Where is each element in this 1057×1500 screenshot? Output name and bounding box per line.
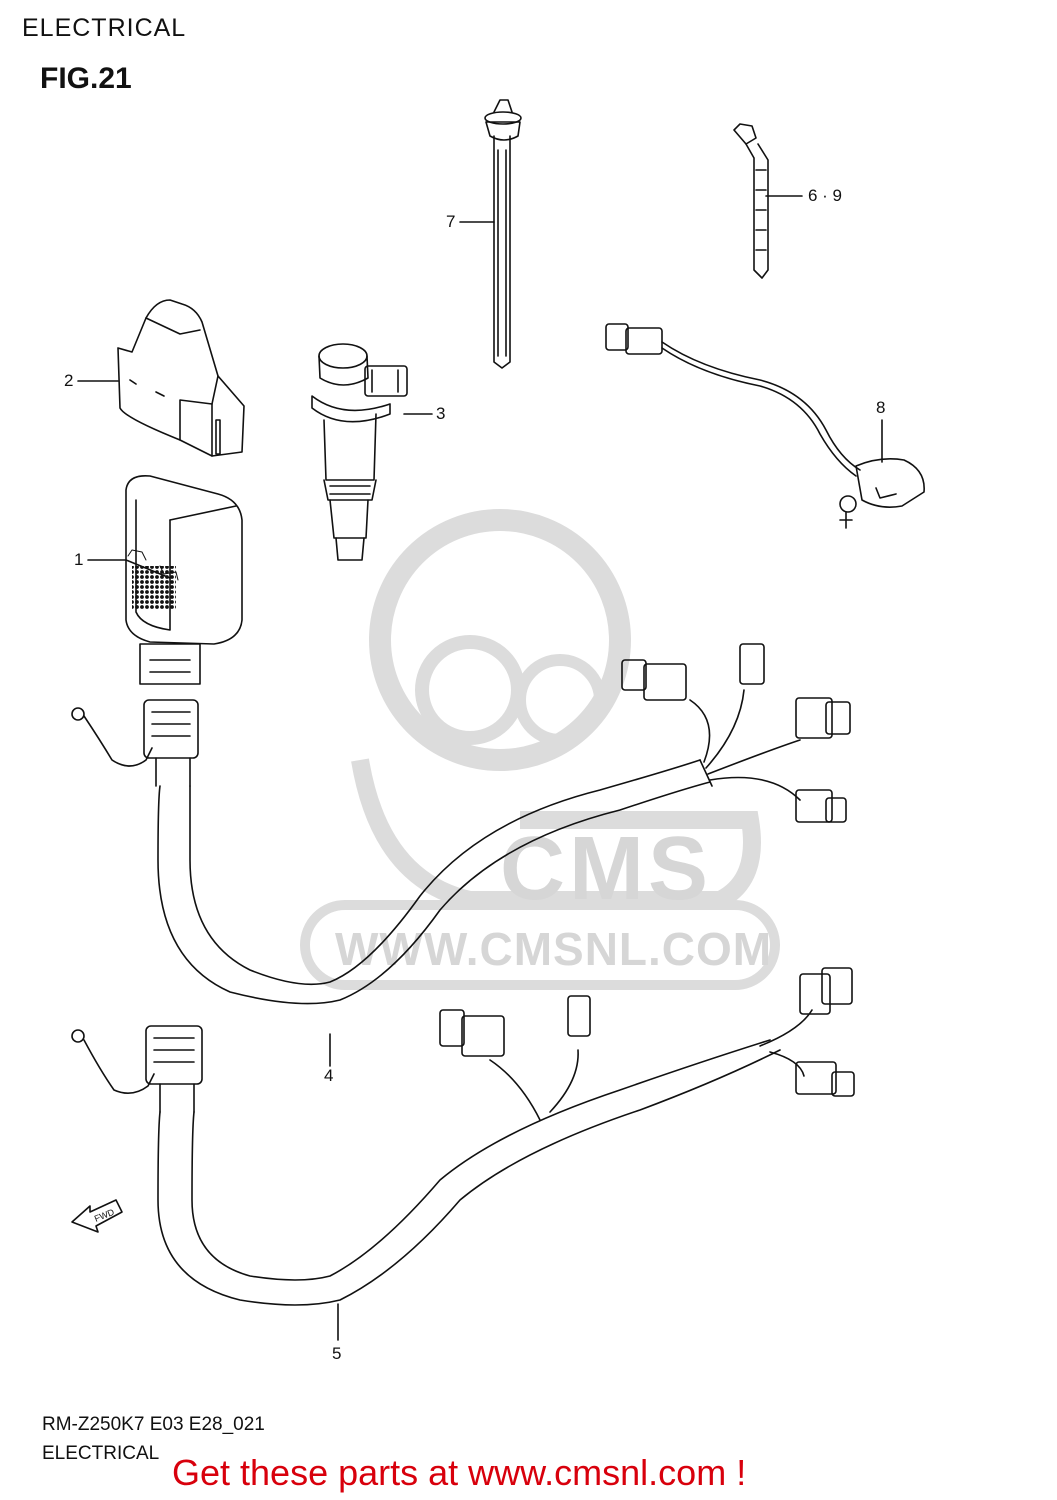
figure-label: FIG.21 xyxy=(40,62,132,95)
part-4-wiring-harness xyxy=(71,643,851,1005)
part-7-clamp xyxy=(484,99,522,369)
callout-8[interactable]: 8 xyxy=(876,398,886,417)
callout-6-9[interactable]: 6 · 9 xyxy=(808,186,843,205)
part-1-cdi-unit xyxy=(125,474,243,685)
part-6-9-clamp xyxy=(733,123,769,279)
callout-2[interactable]: 2 xyxy=(64,371,74,390)
callout-5[interactable]: 5 xyxy=(332,1344,342,1363)
callout-3[interactable]: 3 xyxy=(436,404,446,423)
callout-4[interactable]: 4 xyxy=(324,1066,334,1085)
page-header-title: ELECTRICAL xyxy=(22,14,187,42)
part-2-cover xyxy=(117,299,245,457)
callout-1[interactable]: 1 xyxy=(74,550,84,569)
watermark-logo: CMS xyxy=(500,819,712,919)
part-3-ignition-coil xyxy=(311,343,408,561)
diagram-subtitle: ELECTRICAL xyxy=(42,1443,160,1464)
fwd-arrow xyxy=(71,1199,123,1233)
diagram-code: RM-Z250K7 E03 E28_021 xyxy=(42,1414,265,1435)
callout-7[interactable]: 7 xyxy=(446,212,456,231)
promo-link[interactable]: Get these parts at www.cmsnl.com ! xyxy=(172,1452,747,1493)
part-5-wiring-harness xyxy=(71,967,855,1306)
part-8-sensor xyxy=(605,323,925,529)
cdi-grid-dots xyxy=(132,566,176,610)
